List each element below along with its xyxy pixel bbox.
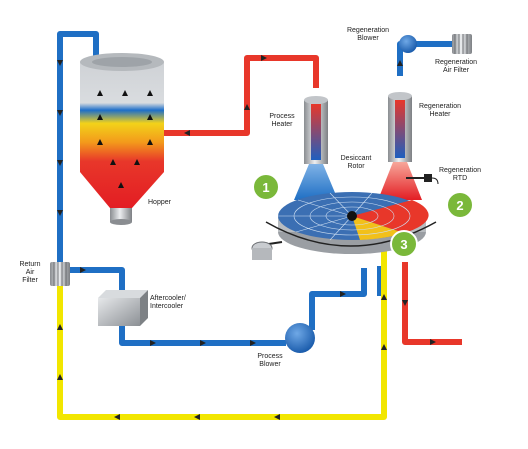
process-heater (294, 96, 338, 200)
blower-to-rotor-pipe (309, 268, 367, 330)
hopper-outlet-pipe (57, 31, 99, 264)
process-heater-label-2: Heater (271, 121, 293, 128)
regeneration-rtd-probe (406, 174, 439, 185)
aftercooler-label-1: Aftercooler/ (150, 295, 186, 302)
return-to-aftercooler-pipe (66, 267, 125, 292)
process-blower-label-2: Blower (259, 361, 281, 368)
hopper-label: Hopper (148, 199, 172, 206)
regen-blower-label-2: Blower (357, 35, 379, 42)
aftercooler-label-2: Intercooler (150, 303, 184, 310)
aftercooler-intercooler (98, 290, 148, 326)
process-heater-label-1: Process (269, 113, 295, 120)
regen-rtd-label-2: RTD (453, 175, 467, 182)
desiccant-rotor (251, 192, 437, 260)
process-blower (285, 323, 315, 353)
return-filter-label-2: Air (26, 269, 35, 276)
regeneration-heater (378, 92, 422, 200)
rotor-label-2: Rotor (347, 163, 365, 170)
return-air-filter (50, 262, 70, 286)
svg-text:1: 1 (262, 180, 269, 195)
hopper (80, 53, 164, 225)
regen-filter-label-1: Regeneration (435, 59, 477, 66)
regen-heater-label-2: Heater (429, 111, 451, 118)
regeneration-blower (399, 35, 417, 53)
marker-1: 1 (252, 173, 280, 201)
regen-heater-label-1: Regeneration (419, 103, 461, 110)
regeneration-air-filter (452, 34, 472, 54)
rotor-label-1: Desiccant (341, 155, 372, 162)
regen-blower-label-1: Regeneration (347, 27, 389, 34)
return-filter-label-1: Return (19, 261, 40, 268)
svg-text:2: 2 (456, 198, 463, 213)
return-filter-label-3: Filter (22, 277, 38, 284)
svg-text:3: 3 (400, 237, 407, 252)
regen-exhaust-pipe (402, 262, 462, 345)
regen-filter-label-2: Air Filter (443, 67, 470, 74)
marker-2: 2 (446, 191, 474, 219)
regen-rtd-label-1: Regeneration (439, 167, 481, 174)
marker-3: 3 (390, 230, 418, 258)
process-blower-label-1: Process (257, 353, 283, 360)
aftercooler-to-blower-pipe (119, 324, 286, 346)
flow-arrows (57, 55, 436, 420)
